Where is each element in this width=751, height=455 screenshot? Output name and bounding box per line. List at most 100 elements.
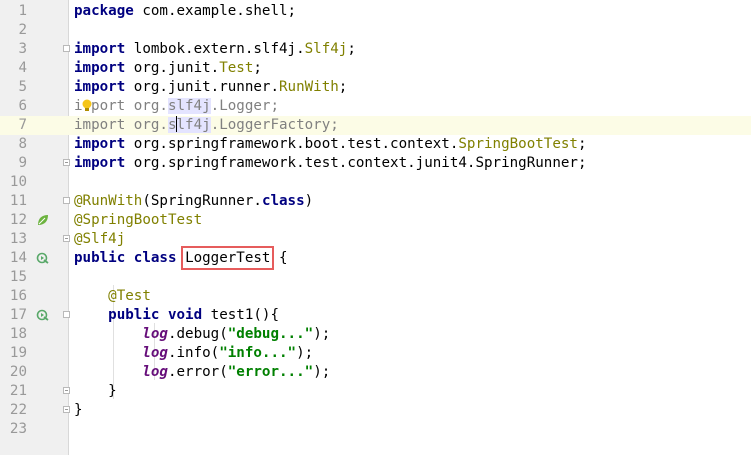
code-text[interactable]: import lombok.extern.slf4j.Slf4j;: [74, 40, 356, 59]
line-number[interactable]: 16: [9, 288, 27, 304]
code-text[interactable]: package com.example.shell;: [74, 2, 296, 21]
code-token: import: [74, 155, 126, 171]
code-line[interactable]: 14 public class LoggerTest {: [0, 246, 751, 270]
code-line[interactable]: 11 @RunWith(SpringRunner.class): [0, 192, 751, 211]
code-text[interactable]: log.debug("debug...");: [74, 325, 330, 344]
code-token: .LoggerFactory;: [210, 117, 339, 133]
code-text[interactable]: }: [74, 382, 117, 401]
editor-gutter[interactable]: [0, 0, 69, 455]
code-token: import: [74, 117, 126, 133]
code-text[interactable]: log.info("info...");: [74, 344, 313, 363]
fold-end-icon[interactable]: [63, 406, 70, 413]
code-token: org.junit.runner.: [125, 79, 279, 95]
code-line[interactable]: 12 @SpringBootTest: [0, 211, 751, 230]
line-number[interactable]: 4: [18, 60, 27, 76]
code-token: "info...": [219, 345, 297, 361]
line-number[interactable]: 23: [9, 421, 27, 437]
code-text[interactable]: log.error("error...");: [74, 363, 330, 382]
code-text[interactable]: @SpringBootTest: [74, 211, 202, 230]
code-token: SpringBootTest: [458, 136, 578, 152]
line-number[interactable]: 21: [9, 383, 27, 399]
code-line[interactable]: 15: [0, 268, 751, 287]
line-number[interactable]: 12: [9, 212, 27, 228]
line-number[interactable]: 6: [18, 98, 27, 114]
code-text[interactable]: import org.springframework.boot.test.con…: [74, 135, 587, 154]
fold-start-icon[interactable]: [63, 311, 70, 318]
code-text[interactable]: import org.springframework.test.context.…: [74, 154, 587, 173]
code-line[interactable]: 2: [0, 21, 751, 40]
code-line[interactable]: 4 import org.junit.Test;: [0, 59, 751, 78]
code-text[interactable]: @Slf4j: [74, 230, 125, 249]
line-number[interactable]: 19: [9, 345, 27, 361]
line-number[interactable]: 3: [18, 41, 27, 57]
code-token: .debug(: [167, 326, 228, 342]
code-line[interactable]: 17 public void test1(){: [0, 306, 751, 325]
line-number[interactable]: 14: [9, 250, 27, 266]
spring-leaf-icon[interactable]: [36, 213, 50, 227]
code-line[interactable]: 23: [0, 420, 751, 439]
line-number[interactable]: 5: [18, 79, 27, 95]
code-token: lombok.extern.slf4j.: [125, 41, 305, 57]
line-number[interactable]: 13: [9, 231, 27, 247]
indent-guide: [113, 285, 114, 399]
code-token: ): [304, 193, 314, 209]
line-number[interactable]: 1: [18, 3, 27, 19]
code-text[interactable]: import org.junit.runner.RunWith;: [74, 78, 347, 97]
code-token: {: [270, 250, 288, 266]
code-line[interactable]: 13 @Slf4j: [0, 230, 751, 249]
code-line[interactable]: 21 }: [0, 382, 751, 401]
indent-guide: [154, 323, 155, 380]
code-line[interactable]: 16 @Test: [0, 287, 751, 306]
code-line[interactable]: 7 import org.slf4j.LoggerFactory;: [0, 116, 751, 135]
code-line[interactable]: 10: [0, 173, 751, 192]
code-line[interactable]: 18 log.debug("debug...");: [0, 325, 751, 344]
line-number[interactable]: 20: [9, 364, 27, 380]
line-number[interactable]: 9: [18, 155, 27, 171]
code-text[interactable]: import org.junit.Test;: [74, 59, 262, 78]
code-text[interactable]: @RunWith(SpringRunner.class): [74, 192, 313, 211]
code-token: .Logger;: [210, 98, 279, 114]
code-text[interactable]: public class LoggerTest {: [74, 246, 288, 270]
code-line[interactable]: 20 log.error("error...");: [0, 363, 751, 382]
code-token: (SpringRunner.: [142, 193, 262, 209]
code-line[interactable]: 3 import lombok.extern.slf4j.Slf4j;: [0, 40, 751, 59]
code-token: log: [142, 326, 168, 342]
code-token: log: [142, 364, 168, 380]
code-token: i: [74, 98, 83, 114]
code-line[interactable]: 19 log.info("info...");: [0, 344, 751, 363]
fold-end-icon[interactable]: [63, 159, 70, 166]
fold-start-icon[interactable]: [63, 45, 70, 52]
code-token: class: [261, 193, 305, 209]
code-token: [125, 250, 134, 266]
line-number[interactable]: 22: [9, 402, 27, 418]
code-text[interactable]: }: [74, 401, 83, 420]
code-line[interactable]: 9 import org.springframework.test.context…: [0, 154, 751, 173]
code-token: void: [167, 307, 203, 323]
line-number[interactable]: 15: [9, 269, 27, 285]
line-number[interactable]: 18: [9, 326, 27, 342]
run-test-icon[interactable]: [36, 251, 50, 265]
fold-start-icon[interactable]: [63, 197, 70, 204]
code-text[interactable]: import org.slf4j.LoggerFactory;: [74, 116, 339, 135]
line-number[interactable]: 10: [9, 174, 27, 190]
run-test-icon[interactable]: [36, 308, 50, 322]
code-token: @SpringBootTest: [74, 212, 203, 228]
code-line[interactable]: 22}: [0, 401, 751, 420]
line-number[interactable]: 17: [9, 307, 27, 323]
code-line[interactable]: 8 import org.springframework.boot.test.co…: [0, 135, 751, 154]
code-line[interactable]: 1 package com.example.shell;: [0, 2, 751, 21]
code-token: import: [74, 41, 126, 57]
line-number[interactable]: 11: [9, 193, 27, 209]
code-text[interactable]: @Test: [74, 287, 151, 306]
fold-end-icon[interactable]: [63, 235, 70, 242]
line-number[interactable]: 7: [18, 117, 27, 133]
code-text[interactable]: public void test1(){: [74, 306, 279, 325]
code-line[interactable]: 5 import org.junit.runner.RunWith;: [0, 78, 751, 97]
fold-end-icon[interactable]: [63, 387, 70, 394]
line-number[interactable]: 8: [18, 136, 27, 152]
line-number[interactable]: 2: [18, 22, 27, 38]
code-token: );: [313, 364, 331, 380]
